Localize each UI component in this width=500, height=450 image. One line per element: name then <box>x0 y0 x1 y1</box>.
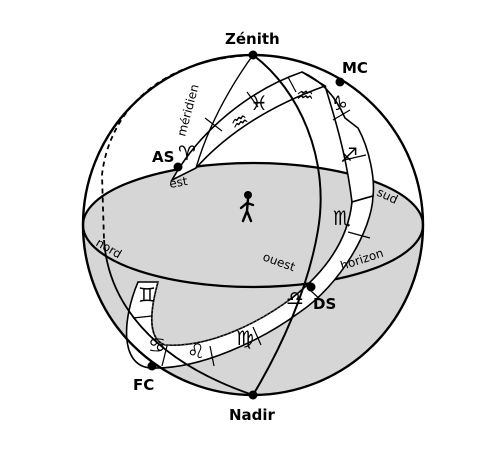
cancer-glyph: ♋ <box>148 333 166 357</box>
meridian-inner-arc <box>195 54 254 169</box>
zenith-point <box>248 50 258 60</box>
mc-label: MC <box>342 59 368 77</box>
east-label: est <box>168 174 189 191</box>
zodiac-band-front <box>125 194 374 369</box>
nadir-label: Nadir <box>229 406 276 424</box>
sagittarius-glyph: ♐ <box>340 143 358 167</box>
zenith-label: Zénith <box>225 30 280 48</box>
scorpio-glyph: ♏ <box>333 206 351 230</box>
observer-icon <box>239 191 255 223</box>
meridian-back <box>101 54 254 241</box>
zodiac-band-upper-right <box>301 71 375 204</box>
meridian-front <box>252 54 322 396</box>
zodiac-dividers <box>132 76 371 367</box>
as-label: AS <box>152 148 174 166</box>
aquarius-glyph-2: ♒ <box>296 83 314 107</box>
fc-point <box>147 361 157 371</box>
mc-point <box>335 77 345 87</box>
as-point <box>173 162 183 172</box>
leo-glyph: ♌ <box>187 339 205 363</box>
zodiac-band-back <box>170 71 327 182</box>
ds-point <box>306 282 316 292</box>
aries-glyph: ♈ <box>178 141 196 165</box>
meridian-lower <box>103 239 254 396</box>
nadir-point <box>248 390 258 400</box>
pisces-glyph: ♓ <box>250 91 268 115</box>
fc-label: FC <box>133 376 154 394</box>
capricorn-glyph: ♑ <box>330 91 348 115</box>
libra-glyph: ♎ <box>286 286 304 310</box>
ecliptic-inner-edge <box>151 281 293 346</box>
ds-label: DS <box>313 295 336 313</box>
meridian-label: méridien <box>174 83 201 138</box>
gemini-glyph: ♊ <box>138 283 156 307</box>
virgo-glyph: ♍ <box>236 326 254 350</box>
